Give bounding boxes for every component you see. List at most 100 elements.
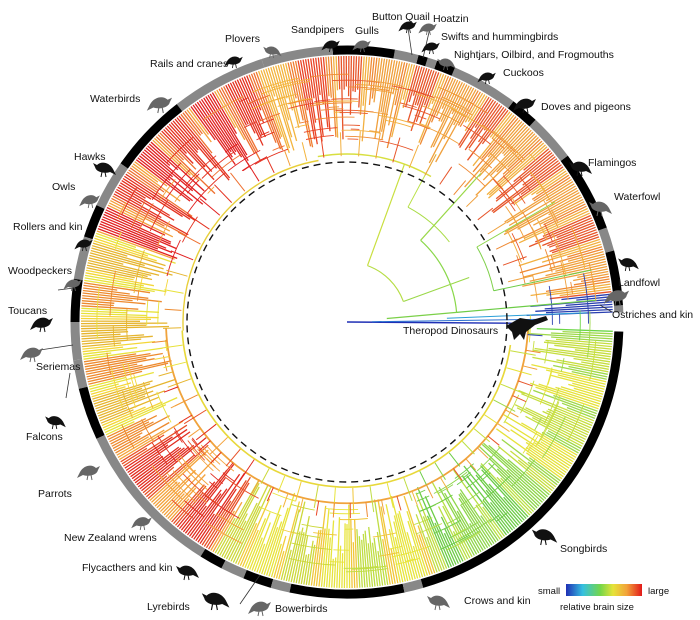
tree-node-arc (205, 521, 243, 544)
tree-node-arc (109, 270, 116, 316)
tip-branch (145, 454, 195, 498)
tip-branch (556, 221, 594, 239)
tree-node-arc (451, 109, 467, 118)
tree-node-arc (259, 131, 270, 137)
tree-node-arc (291, 542, 332, 550)
tip-branch (295, 515, 310, 584)
tip-branch (170, 122, 199, 154)
tree-node-arc (343, 565, 378, 569)
tip-branch (109, 421, 150, 443)
theropod-dinosaur-icon (506, 316, 548, 340)
clade-label-woodpeckers: Woodpeckers (8, 265, 72, 277)
tip-branch (86, 264, 153, 281)
tree-node-arc (566, 404, 585, 443)
tip-branch (481, 109, 509, 145)
tip-branch (322, 57, 331, 132)
tip-branch (81, 333, 121, 338)
tip-branch (293, 532, 305, 583)
tip-branch (127, 444, 169, 474)
tree-node-arc (416, 489, 426, 495)
tree-node-arc (414, 114, 427, 120)
tip-branch (402, 63, 413, 100)
tip-branch (581, 361, 610, 368)
tip-branch (378, 59, 393, 134)
tip-branch (261, 526, 279, 575)
tip-branch (111, 415, 170, 447)
tip-branch (522, 158, 558, 186)
tree-branch (375, 132, 381, 159)
tree-node-arc (149, 199, 169, 232)
tip-branch (300, 554, 308, 585)
tip-branch (141, 437, 207, 492)
tip-branch (480, 515, 499, 542)
tip-branch (110, 200, 171, 232)
tree-node-arc (489, 152, 511, 174)
tip-branch (250, 73, 282, 150)
tree-node-arc (281, 529, 297, 534)
tree-node-arc (190, 446, 214, 472)
tree-node-arc (224, 143, 239, 153)
tree-branch (209, 436, 228, 455)
tip-branch (112, 195, 188, 237)
tip-branch (482, 506, 506, 537)
tip-branch (368, 526, 376, 587)
tip-branch (81, 307, 160, 313)
tip-branch (242, 529, 259, 567)
tree-node-arc (301, 523, 324, 529)
tip-branch (554, 344, 612, 353)
tip-branch (530, 156, 556, 177)
tree-branch (301, 142, 308, 162)
tip-branch (95, 235, 176, 264)
tip-branch (550, 374, 605, 390)
bird-silhouette-icon (146, 97, 173, 114)
tip-branch (101, 218, 160, 244)
tip-branch (132, 163, 159, 183)
tip-branch (546, 285, 611, 296)
clade-ring-segment (70, 278, 83, 323)
tip-branch (134, 161, 168, 187)
tip-branch (149, 455, 200, 501)
tip-branch (253, 72, 284, 151)
tree-branch (260, 468, 270, 484)
clade-label-plovers: Plovers (225, 33, 260, 45)
tip-branch (84, 277, 167, 293)
tree-branch (476, 447, 489, 459)
tip-branch (377, 499, 394, 585)
tree-branch (465, 458, 476, 471)
tip-branch (95, 390, 146, 410)
tip-branch (407, 520, 426, 577)
tip-branch (209, 93, 248, 156)
tip-branch (86, 267, 135, 279)
tree-branch (452, 468, 463, 481)
tree-tip-fringe (80, 55, 613, 589)
tip-branch (393, 515, 411, 581)
tree-branch (152, 340, 168, 343)
tip-branch (155, 136, 216, 195)
tip-branch (140, 153, 204, 205)
tip-branch (139, 444, 195, 490)
tree-node-arc (133, 249, 145, 294)
tree-branch (225, 448, 241, 467)
tip-branch (408, 65, 421, 103)
tree-node-arc (495, 512, 508, 522)
tree-branch (434, 462, 446, 480)
tree-node-arc (222, 472, 236, 483)
tree-branch (358, 131, 361, 157)
bird-silhouette-icon (437, 58, 456, 71)
tree-node-arc (547, 368, 553, 385)
tip-branch (188, 493, 222, 537)
tip-branch (551, 236, 600, 254)
tip-branch (353, 518, 358, 588)
tree-node-arc (452, 528, 467, 537)
tip-branch (90, 382, 132, 395)
tree-branch (282, 492, 289, 508)
tree-branch (381, 499, 385, 515)
tree-node-arc (259, 112, 281, 122)
tree-node-arc (162, 355, 168, 372)
tip-branch (510, 429, 570, 469)
clade-label-rollers: Rollers and kin (13, 221, 83, 233)
tree-node-arc (142, 381, 154, 409)
tip-branch (536, 327, 613, 332)
tip-branch (514, 168, 565, 205)
tree-node-arc (550, 254, 556, 268)
